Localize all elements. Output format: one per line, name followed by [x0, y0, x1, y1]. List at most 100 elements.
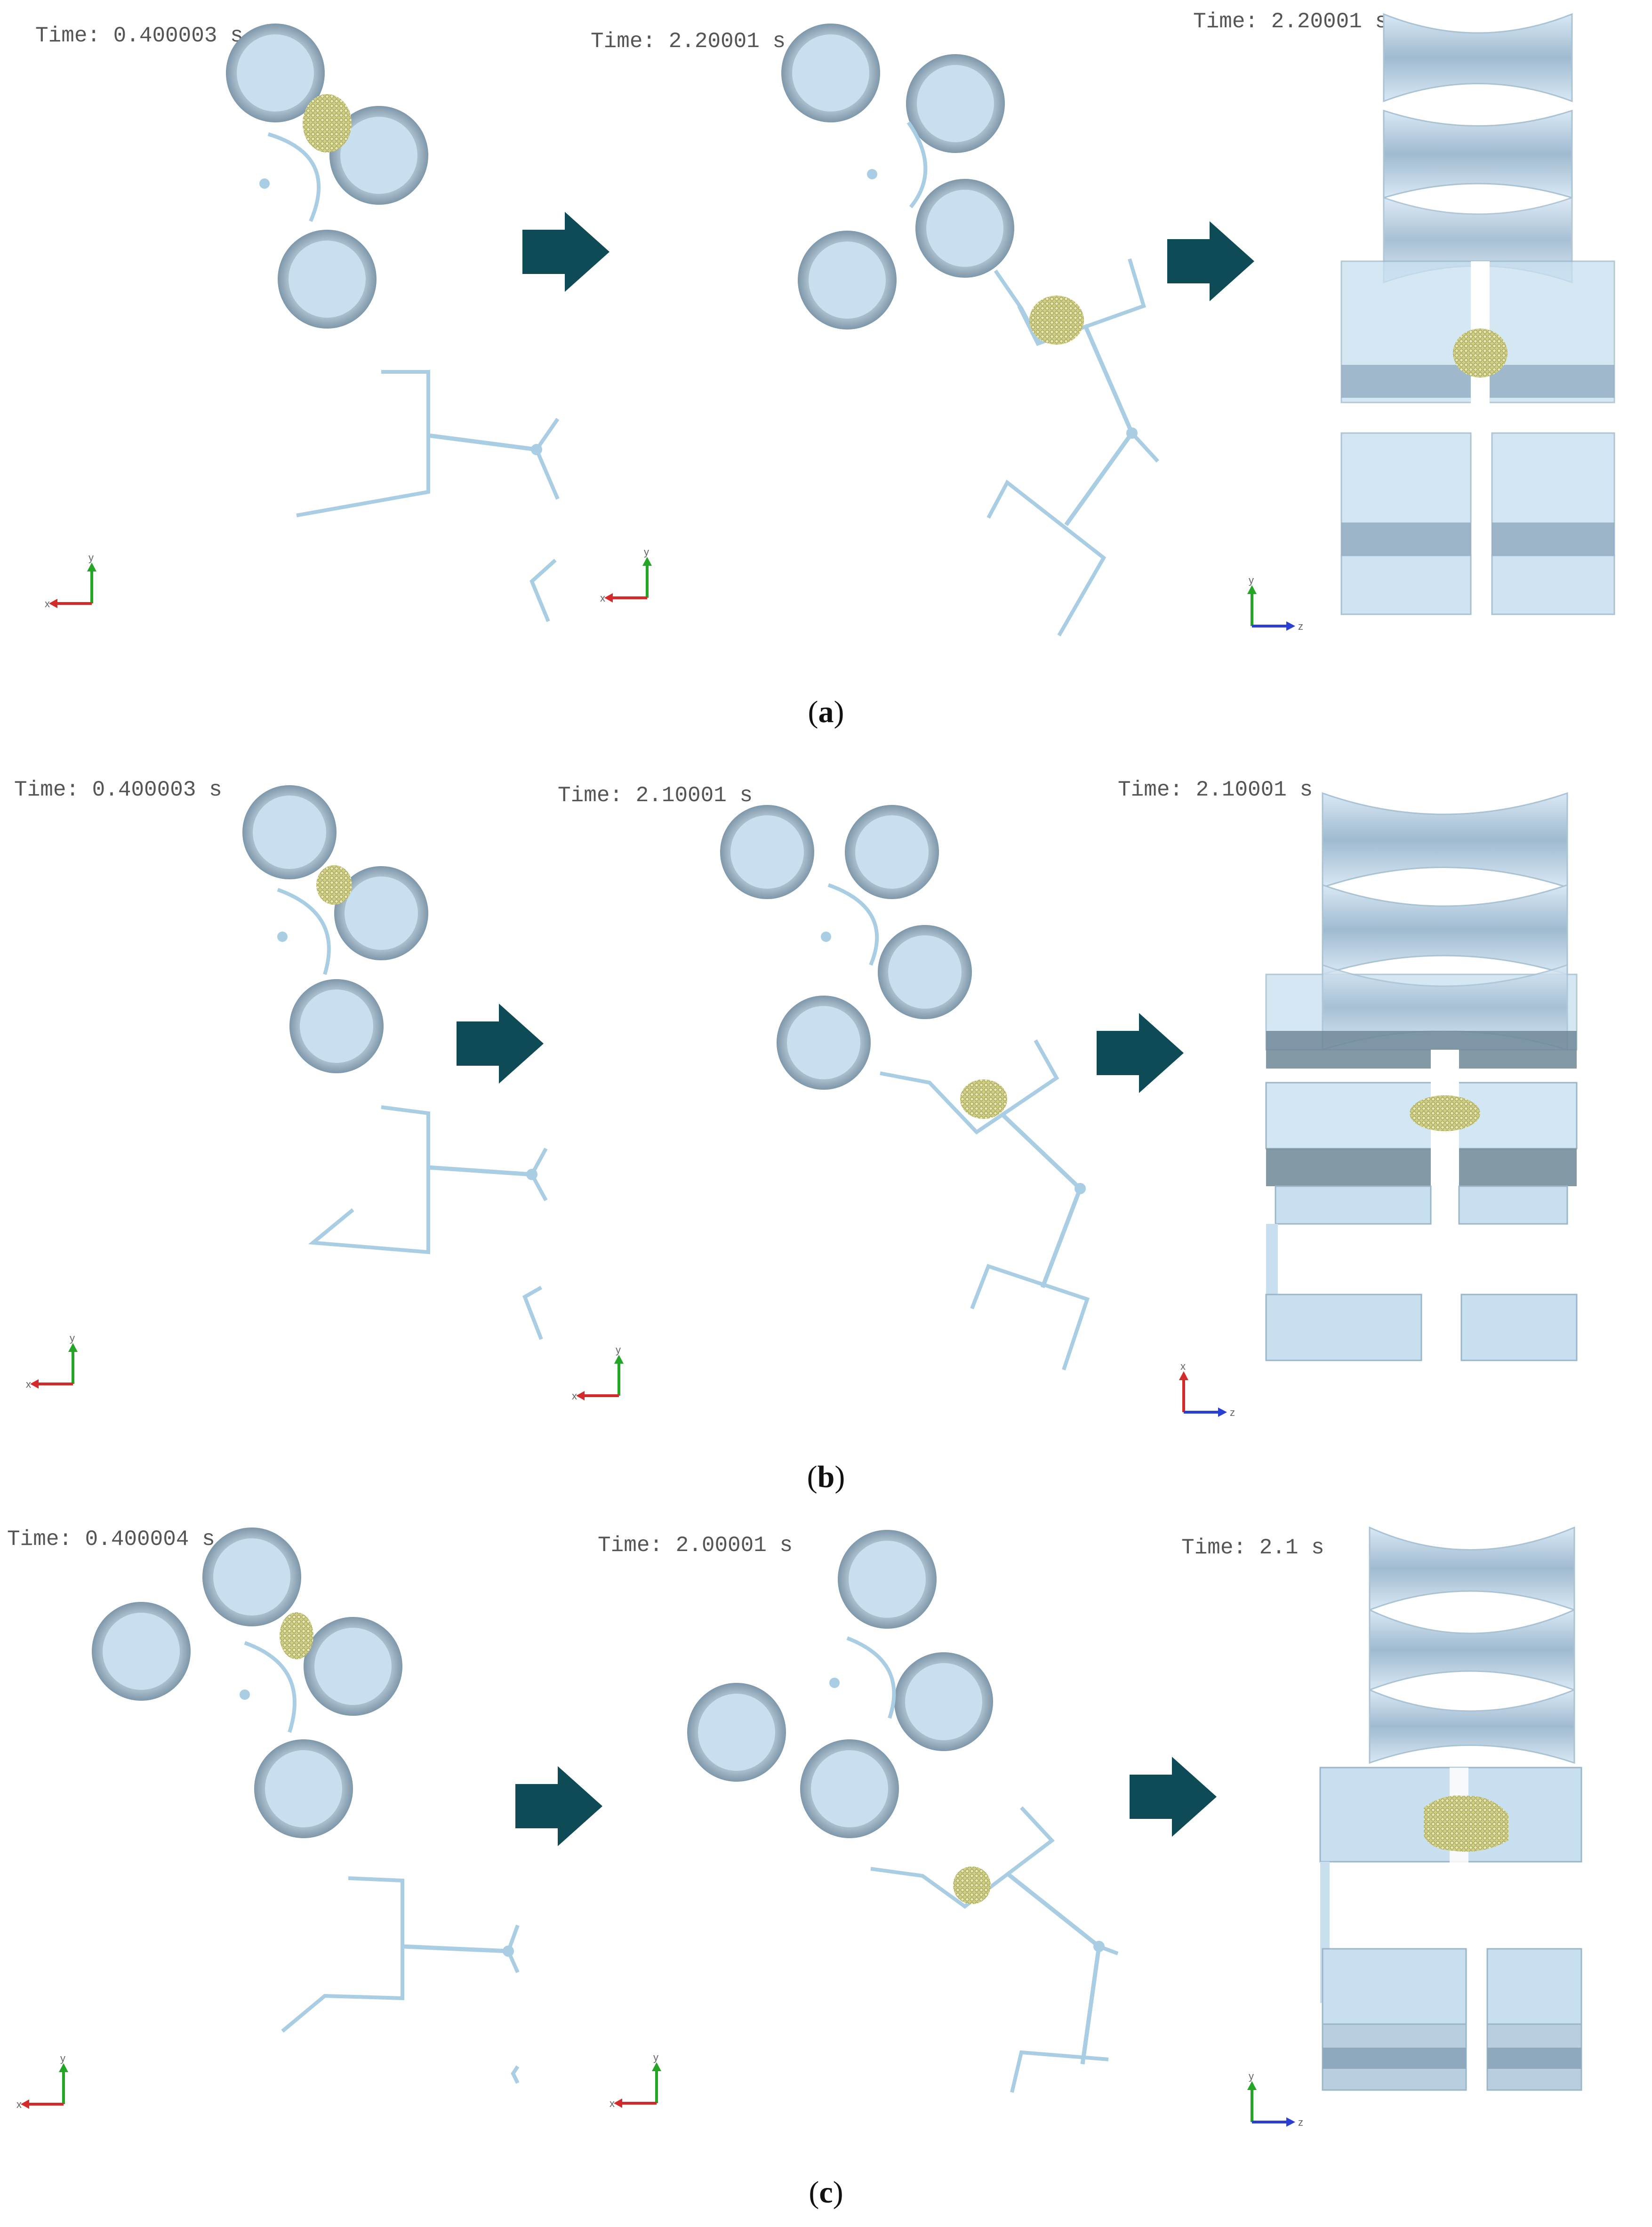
axis-triad: y x — [16, 2052, 68, 2110]
grading-frame — [534, 418, 560, 500]
roller-side — [1369, 1608, 1575, 1691]
time-label: Time: 2.20001 s — [1193, 9, 1388, 34]
lower-plate — [1458, 1185, 1568, 1225]
time-label: Time: 2.10001 s — [558, 783, 753, 808]
time-label: Time: 0.400003 s — [35, 24, 243, 48]
roller — [202, 1528, 301, 1626]
svg-text:x: x — [600, 592, 605, 604]
roller — [906, 54, 1005, 153]
time-label: Time: 2.20001 s — [591, 29, 786, 54]
flow-arrow — [1130, 1757, 1217, 1837]
svg-text:y: y — [88, 552, 94, 563]
pivot-dot — [259, 178, 270, 189]
svg-text:y: y — [1249, 2070, 1254, 2082]
svg-text:x: x — [572, 1390, 577, 1402]
plate-band — [1323, 2048, 1466, 2069]
grading-arm — [1131, 432, 1159, 463]
axis-triad: y x — [609, 2051, 661, 2109]
axis-triad: y z — [1247, 2070, 1303, 2128]
panel-b: Time: 0.400003 s y x Time: 2.10001 s — [0, 753, 1652, 1506]
roller-side — [1383, 13, 1573, 103]
roller-side — [1383, 109, 1573, 199]
grading-arm — [1001, 1113, 1082, 1190]
plate-band — [1492, 523, 1614, 555]
roller — [242, 785, 337, 879]
grading-arm — [428, 433, 537, 452]
frame-2: Time: 2.00001 s y x — [598, 1530, 1119, 2109]
grading-frame — [880, 1039, 1059, 1135]
grading-arm — [402, 1944, 509, 1954]
grading-frame — [511, 2065, 520, 2084]
flow-arrow — [515, 1766, 602, 1846]
svg-text:y: y — [70, 1332, 75, 1344]
potato-particles — [280, 1612, 313, 1659]
potato-particles — [1453, 329, 1508, 378]
potato-particles — [1029, 296, 1084, 345]
roller — [304, 1617, 402, 1716]
roller — [838, 1530, 937, 1629]
grading-frame — [522, 1286, 543, 1340]
roller — [278, 230, 377, 329]
frame-3: Time: 2.20001 s y z — [1193, 9, 1615, 685]
roller — [798, 231, 897, 330]
svg-text:y: y — [60, 2052, 65, 2064]
panel-b-figure: Time: 0.400003 s y x Time: 2.10001 s — [14, 778, 1578, 1445]
lower-plate — [1460, 1294, 1578, 1361]
guide-plate — [846, 1636, 896, 1719]
roller — [720, 805, 814, 899]
roller — [878, 925, 972, 1019]
roller — [329, 106, 428, 205]
frame-1: Time: 0.400003 s y x — [14, 778, 548, 1390]
roller — [777, 996, 871, 1090]
roller — [845, 805, 939, 899]
frame-2: Time: 2.20001 s y x — [591, 24, 1159, 636]
roller — [781, 24, 880, 122]
roller — [800, 1739, 899, 1838]
roller-side — [1369, 1526, 1575, 1611]
flow-arrow — [1167, 221, 1254, 301]
caption-a: (a) — [808, 695, 844, 729]
svg-text:y: y — [653, 2051, 658, 2063]
time-label: Time: 0.400003 s — [14, 778, 222, 802]
center-gap — [1471, 261, 1490, 685]
svg-text:x: x — [26, 1378, 31, 1390]
flow-arrow — [522, 212, 609, 292]
axis-triad: y x — [45, 552, 96, 610]
pivot-dot — [240, 1689, 250, 1700]
potato-particles — [1424, 1795, 1508, 1852]
plate-band — [1266, 1149, 1431, 1186]
grading-frame — [970, 1264, 1090, 1371]
grading-frame — [870, 1806, 1055, 1909]
joint-dot — [503, 1946, 514, 1957]
guide-plate — [827, 883, 879, 966]
svg-text:y: y — [616, 1344, 621, 1356]
time-label: Time: 2.1 s — [1181, 1536, 1324, 1560]
grading-frame — [296, 370, 430, 517]
grading-arm — [428, 1165, 532, 1177]
grading-arm — [1040, 1188, 1083, 1288]
svg-text:x: x — [609, 2098, 615, 2109]
time-label: Time: 2.10001 s — [1118, 778, 1313, 802]
roller-side — [1322, 792, 1568, 889]
frame-2: Time: 2.10001 s y x — [558, 783, 1090, 1402]
roller — [894, 1652, 993, 1751]
svg-text:y: y — [644, 546, 649, 558]
time-label: Time: 0.400004 s — [7, 1527, 215, 1552]
roller-side — [1322, 884, 1568, 976]
grading-frame — [1017, 258, 1146, 346]
grading-plate-side — [1486, 1948, 1582, 2025]
frame-3: Time: 2.1 s y z — [1181, 1526, 1582, 2227]
roller — [254, 1739, 353, 1838]
potato-particles — [303, 94, 352, 153]
plate-band — [1459, 1149, 1577, 1186]
grading-frame — [1010, 2050, 1109, 2093]
grading-arm — [1064, 432, 1134, 526]
frame-1: Time: 0.400003 s y x — [35, 24, 560, 622]
flow-arrow — [457, 1004, 544, 1084]
guide-plate — [277, 888, 331, 975]
grading-plate-side — [1322, 1948, 1467, 2025]
grading-frame — [308, 1105, 430, 1254]
time-label: Time: 2.00001 s — [598, 1533, 793, 1558]
axis-triad: y x — [572, 1344, 624, 1402]
panel-a: Time: 0.400003 s y x Time: 2.20001 s — [0, 0, 1652, 748]
